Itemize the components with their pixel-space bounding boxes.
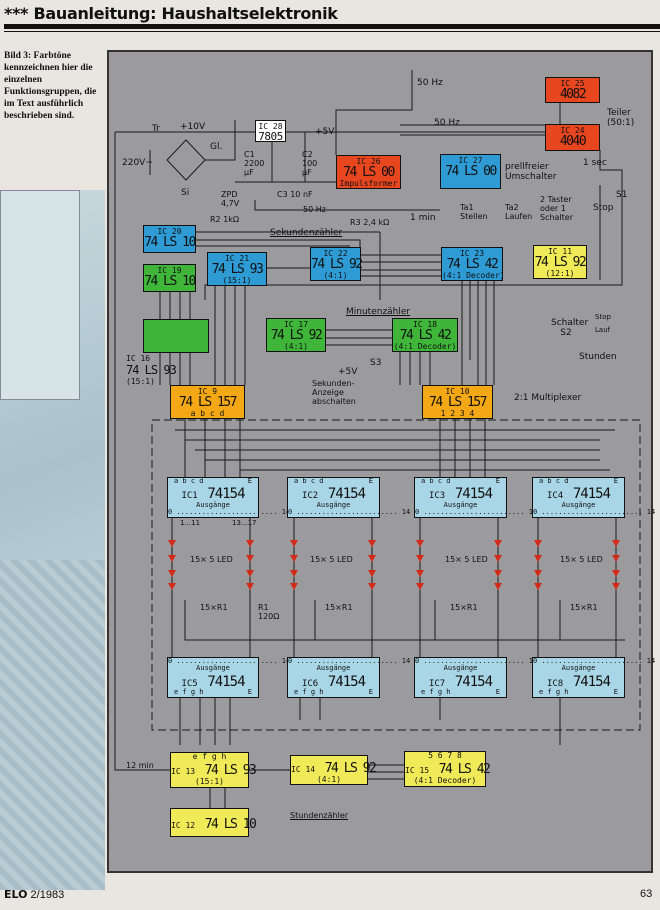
label-50hz-b: 50 Hz bbox=[434, 118, 460, 128]
c1-label: C1 2200 µF bbox=[244, 150, 265, 177]
r2-label: R2 1kΩ bbox=[210, 215, 240, 224]
page-header: *** Bauanleitung: Haushaltselektronik bbox=[4, 4, 338, 23]
label-r1: R1 120Ω bbox=[258, 603, 280, 621]
pcb-photo bbox=[0, 190, 105, 890]
label-taster: 2 Taster oder 1 Schalter bbox=[540, 195, 574, 222]
label-50hz-c: 50 Hz bbox=[303, 205, 326, 214]
label-stop: Stop bbox=[593, 203, 614, 213]
label-1min: 1 min bbox=[410, 213, 436, 223]
label-12min: 12 min bbox=[126, 761, 154, 770]
label-1sec: 1 sec bbox=[583, 158, 607, 168]
label-led-group-3: 15× 5 LED bbox=[445, 555, 488, 564]
label-resistors: 15×R1 bbox=[200, 603, 228, 612]
label-s2-lauf: Lauf bbox=[595, 326, 611, 334]
c2-label: C2 100 µF bbox=[302, 150, 318, 177]
header-rule-thin bbox=[4, 31, 660, 32]
fuse-label: Si bbox=[181, 188, 190, 198]
label-minutenzaehler: Minutenzähler bbox=[346, 307, 411, 317]
label-stunden: Stunden bbox=[579, 352, 617, 362]
zpd-label: ZPD 4,7V bbox=[221, 190, 240, 208]
label-prellfreier: prellfreier Umschalter bbox=[505, 162, 557, 182]
ic16-block bbox=[143, 319, 209, 353]
label-ta1: Ta1 Stellen bbox=[460, 203, 488, 221]
c3-label: C3 10 nF bbox=[277, 190, 313, 199]
label-sekunden-anzeige: Sekunden-Anzeige abschalten bbox=[312, 379, 356, 406]
label-s1: S1 bbox=[616, 190, 628, 200]
mains-label: 220V~ bbox=[122, 158, 153, 168]
label-multiplexer: 2:1 Multiplexer bbox=[514, 393, 582, 403]
label-ta2: Ta2 Laufen bbox=[505, 203, 533, 221]
elo-logo: ELO bbox=[4, 888, 28, 901]
header-rule bbox=[4, 24, 660, 29]
label-s3: S3 bbox=[370, 358, 382, 368]
label-resistors-2: 15×R1 bbox=[325, 603, 353, 612]
label-led-group-4: 15× 5 LED bbox=[560, 555, 603, 564]
ic12: IC 12 74 LS 10 bbox=[170, 808, 257, 837]
label-plus5v: +5V bbox=[338, 367, 358, 377]
label-resistors-3: 15×R1 bbox=[450, 603, 478, 612]
label-teiler: Teiler (50:1) bbox=[607, 108, 635, 128]
label-schalter-s2: Schalter S2 bbox=[551, 318, 589, 338]
page-number: 63 bbox=[640, 888, 653, 900]
v5-label: +5V bbox=[315, 127, 335, 137]
rectifier-label: Gl. bbox=[210, 142, 223, 152]
label-sekundenzaehler: Sekundenzähler bbox=[270, 228, 343, 238]
transformer-label: Tr bbox=[152, 124, 160, 134]
label-stundenzaehler: Stundenzähler bbox=[290, 811, 349, 820]
label-resistors-4: 15×R1 bbox=[570, 603, 598, 612]
label-led-group: 15× 5 LED bbox=[190, 555, 233, 564]
label-outputs-1-11: 1...11 bbox=[180, 519, 201, 527]
r3-label: R3 2,4 kΩ bbox=[350, 218, 390, 227]
label-outputs-13-17: 13...17 bbox=[232, 519, 257, 527]
v10-label: +10V bbox=[180, 122, 206, 132]
label-s2-stop: Stop bbox=[595, 313, 611, 321]
ic14: IC 14 74 LS 92(4:1) bbox=[290, 755, 377, 785]
label-50hz-a: 50 Hz bbox=[417, 78, 443, 88]
label-led-group-2: 15× 5 LED bbox=[310, 555, 353, 564]
footer-issue: ELO 2/1983 bbox=[4, 888, 65, 901]
figure-caption: Bild 3: Farbtöne kennzeichnen hier die e… bbox=[4, 51, 97, 121]
